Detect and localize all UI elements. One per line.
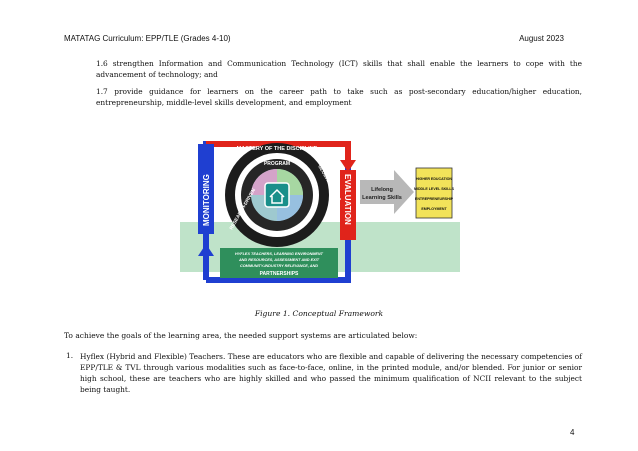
arrow-line-2: Learning Skills bbox=[362, 195, 402, 201]
figure-caption: Figure 1. Conceptual Framework bbox=[254, 309, 384, 318]
ring-center-label: PROGRAM bbox=[264, 161, 290, 167]
outcome-1: HIGHER EDUCATION bbox=[416, 177, 452, 181]
evaluation-arrow-head bbox=[340, 160, 356, 172]
home-icon bbox=[269, 188, 285, 204]
conceptual-framework-figure: MONITORING EVALUATION MASTERY OF THE DIS… bbox=[180, 130, 460, 295]
header-date: August 2023 bbox=[519, 34, 564, 43]
arrow-line-1: Lifelong bbox=[371, 187, 393, 193]
outcome-4: EMPLOYMENT bbox=[421, 207, 447, 211]
base-line-4: PARTNERSHIPS bbox=[260, 271, 299, 277]
framework-diagram: MONITORING EVALUATION MASTERY OF THE DIS… bbox=[180, 141, 460, 283]
outcome-2: MIDDLE LEVEL SKILLS bbox=[414, 187, 455, 191]
header-title: MATATAG Curriculum: EPP/TLE (Grades 4-10… bbox=[64, 34, 231, 43]
evaluation-bar bbox=[340, 170, 356, 240]
list-item-hyflex: Hyflex (Hybrid and Flexible) Teachers. T… bbox=[80, 352, 582, 394]
monitoring-bar bbox=[198, 144, 214, 234]
base-line-3: COMMUNITY-INDUSTRY RELEVANCE, AND bbox=[240, 264, 318, 268]
base-block bbox=[220, 248, 338, 278]
evaluation-label: EVALUATION bbox=[343, 174, 352, 225]
evaluation-frame bbox=[206, 141, 351, 160]
ring-outer-label: MASTERY OF THE DISCIPLINE bbox=[237, 146, 318, 152]
monitoring-label: MONITORING bbox=[202, 174, 211, 226]
base-line-1: HYFLEX TEACHERS, LEARNING ENVIRONMENT bbox=[235, 252, 324, 256]
monitoring-arrow-head bbox=[198, 244, 214, 256]
list-item-number: 1. bbox=[66, 351, 74, 360]
paragraph-1-6: 1.6 strengthen Information and Communica… bbox=[96, 59, 582, 79]
lifelong-arrow bbox=[360, 170, 414, 214]
outcomes-box bbox=[415, 167, 453, 219]
paragraph-1-7: 1.7 provide guidance for learners on the… bbox=[96, 87, 582, 107]
base-line-2: AND RESOURCES, ASSESSMENT AND EXIT bbox=[238, 258, 320, 262]
outcome-3: ENTREPRENEURSHIP bbox=[415, 197, 454, 201]
home-icon-box bbox=[264, 182, 290, 208]
intro-paragraph: To achieve the goals of the learning are… bbox=[64, 331, 418, 340]
page-number: 4 bbox=[570, 428, 575, 437]
